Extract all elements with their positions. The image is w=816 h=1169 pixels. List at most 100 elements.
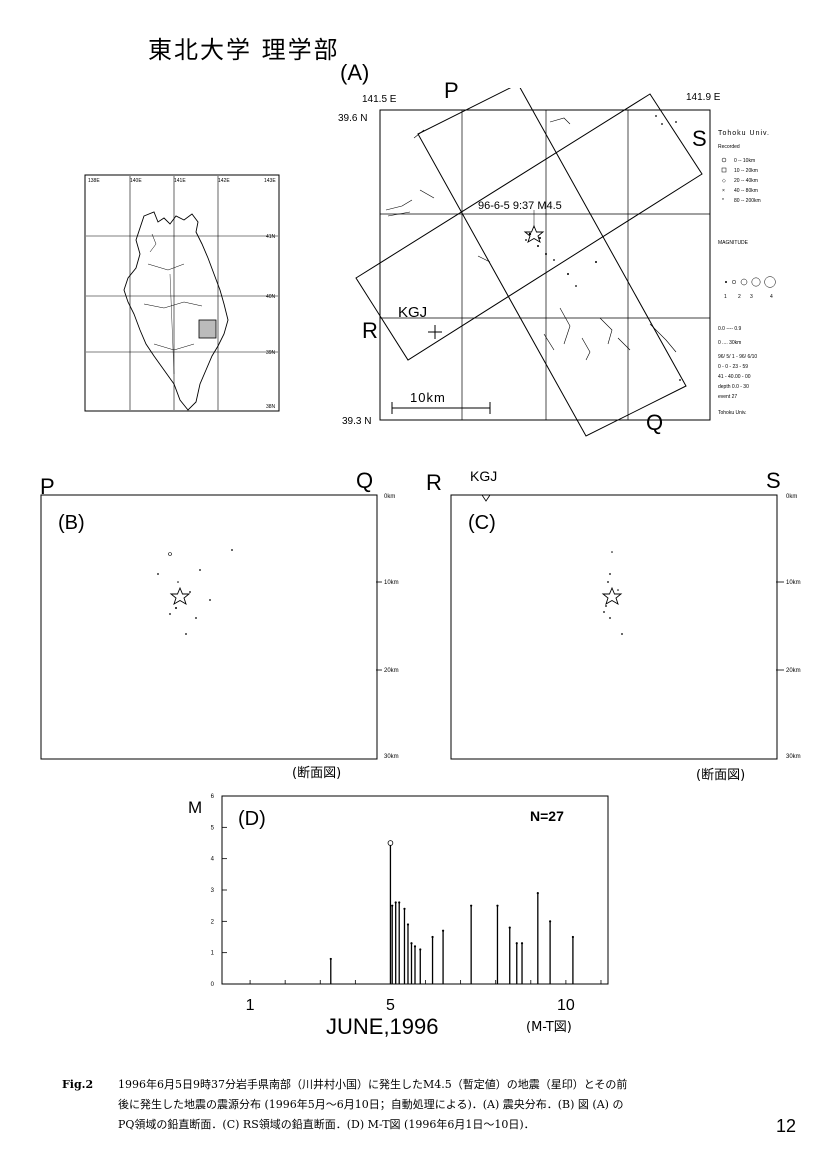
panel-c-note: (断面図) xyxy=(696,768,746,783)
fig-caption-line-2: 後に発生した地震の震源分布 (1996年5月～6月10日；自動処理による)．(A… xyxy=(118,1098,624,1111)
scale-bar-label: 10km xyxy=(410,390,446,405)
mt-bar-cap xyxy=(431,935,434,939)
mt-note: (M-T図) xyxy=(526,1020,572,1035)
mt-y-tick-label: 6 xyxy=(211,794,215,800)
svg-text:40 -- 80km: 40 -- 80km xyxy=(734,188,758,194)
mt-y-tick-label: 4 xyxy=(211,857,215,863)
svg-text:40N: 40N xyxy=(266,294,276,300)
svg-text:0.0 ---- 0.9: 0.0 ---- 0.9 xyxy=(718,326,742,332)
rs-section-box xyxy=(355,93,703,361)
study-area-box xyxy=(198,319,217,339)
tohoku-inset-map: 138E 140E 141E 142E 143E 41N 40N 39N 38N xyxy=(84,174,280,412)
mt-x-tick-label: 5 xyxy=(386,997,395,1014)
panel-c-label: (C) xyxy=(468,512,496,534)
svg-text:20 -- 40km: 20 -- 40km xyxy=(734,178,758,184)
point-s-label: S xyxy=(692,126,707,151)
mt-bar-cap xyxy=(496,904,499,907)
panel-b-right-end: Q xyxy=(356,468,374,493)
panel-b-depth-30: 30km xyxy=(384,754,399,760)
page-number: 12 xyxy=(776,1116,797,1136)
mt-bar-cap xyxy=(329,957,332,961)
mt-bar-cap xyxy=(406,923,410,926)
svg-text:140E: 140E xyxy=(130,178,142,184)
mt-bar-cap xyxy=(470,904,473,907)
mt-y-tick-label: 3 xyxy=(211,888,215,894)
point-p-label: P xyxy=(444,78,459,103)
mt-bar-cap xyxy=(571,935,575,939)
mt-bar-cap xyxy=(441,929,445,932)
svg-text:142E: 142E xyxy=(218,178,230,184)
mt-y-tick-label: 1 xyxy=(211,951,215,957)
panel-b-note: (断面図) xyxy=(292,766,342,781)
mt-bar-cap xyxy=(403,907,406,910)
mt-bar-cap xyxy=(508,926,511,929)
point-r-label: R xyxy=(362,318,378,343)
mt-y-tick-label: 2 xyxy=(211,919,215,925)
panel-c-depth-10: 10km xyxy=(786,580,801,586)
panel-c-left-end: R xyxy=(426,470,442,495)
map-legend: Recorded 0 -- 10km 10 -- 20km ◇ 20 -- 40k… xyxy=(718,144,776,416)
panel-c-depth-0: 0km xyxy=(786,494,798,500)
svg-text:0 -- 10km: 0 -- 10km xyxy=(734,158,755,164)
lat-bottom-label: 39.3 N xyxy=(342,416,372,427)
svg-text:*: * xyxy=(722,198,724,204)
svg-text:Recorded: Recorded xyxy=(718,144,740,150)
mt-bar-cap xyxy=(515,942,518,945)
pq-section-box xyxy=(417,88,687,437)
panel-b-label: (B) xyxy=(58,512,85,534)
mt-x-tick-label: 10 xyxy=(557,997,575,1014)
mt-bar-cap xyxy=(549,920,552,923)
mt-bar-cap xyxy=(536,892,539,895)
mt-x-title: JUNE,1996 xyxy=(326,1014,439,1039)
mainshock-star xyxy=(523,224,545,243)
affiliation-header: 東北大学 理学部 xyxy=(148,36,340,64)
svg-text:10 -- 20km: 10 -- 20km xyxy=(734,168,758,174)
mt-bar-cap xyxy=(413,945,417,948)
svg-text:96/ 5/ 1 - 96/ 6/10: 96/ 5/ 1 - 96/ 6/10 xyxy=(718,354,757,360)
svg-text:143E: 143E xyxy=(264,178,276,184)
svg-text:80 -- 200km: 80 -- 200km xyxy=(734,198,761,204)
mt-bar-cap xyxy=(410,942,413,945)
svg-text:41 - 40.00 - 00: 41 - 40.00 - 00 xyxy=(718,374,751,380)
mt-x-tick-label: 1 xyxy=(246,997,255,1014)
svg-text:2: 2 xyxy=(738,294,741,300)
institution-label: Tohoku Univ. xyxy=(718,130,770,137)
pq-cross-section xyxy=(40,494,382,760)
panel-c-station: KGJ xyxy=(470,468,498,484)
svg-text:MAGNITUDE: MAGNITUDE xyxy=(718,240,749,246)
svg-text:◇: ◇ xyxy=(722,178,726,184)
station-kgj-label: KGJ xyxy=(398,304,428,321)
mt-bar-cap xyxy=(391,904,394,907)
svg-text:0 .... 30km: 0 .... 30km xyxy=(718,340,741,346)
svg-text:138E: 138E xyxy=(88,178,100,184)
svg-text:Tohoku Univ.: Tohoku Univ. xyxy=(718,410,747,416)
mt-y-axis-label: M xyxy=(188,798,203,817)
lon-right-label: 141.9 E xyxy=(686,92,721,103)
fig-caption-line-3: PQ領域の鉛直断面．(C) RS領域の鉛直断面．(D) M-T図 (1996年6… xyxy=(118,1118,535,1131)
panel-c-right-end: S xyxy=(766,468,781,493)
panel-c-depth-30: 30km xyxy=(786,754,801,760)
lat-top-label: 39.6 N xyxy=(338,113,368,124)
mt-y-tick-label: 0 xyxy=(211,982,215,988)
panel-b-left-end: P xyxy=(40,474,55,499)
mt-bar-cap xyxy=(520,942,524,945)
svg-text:41N: 41N xyxy=(266,234,276,240)
svg-text:141E: 141E xyxy=(174,178,186,184)
epicenter-map: Recorded 0 -- 10km 10 -- 20km ◇ 20 -- 40k… xyxy=(355,88,776,437)
honshu-coastline xyxy=(123,211,229,411)
svg-text:3: 3 xyxy=(750,294,753,300)
mt-bar-cap xyxy=(394,901,397,904)
svg-text:38N: 38N xyxy=(266,404,276,410)
mt-bar-cap xyxy=(419,948,422,951)
mt-mainshock-marker xyxy=(387,840,394,846)
svg-text:1: 1 xyxy=(724,294,727,300)
fig-caption-label: Fig.2 xyxy=(62,1078,94,1091)
mt-bar-cap xyxy=(398,901,401,904)
svg-text:event 27: event 27 xyxy=(718,394,737,400)
svg-text:39N: 39N xyxy=(266,350,276,356)
kgj-marker xyxy=(481,494,491,502)
event-label: 96-6-5 9:37 M4.5 xyxy=(478,200,562,212)
lon-left-label: 141.5 E xyxy=(362,94,397,105)
mt-count-label: N=27 xyxy=(530,808,564,824)
panel-d-label: (D) xyxy=(238,808,266,830)
